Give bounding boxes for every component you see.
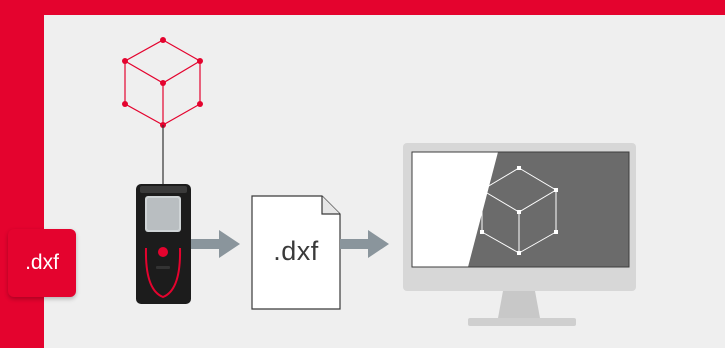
file-document-label: .dxf [273, 236, 319, 266]
computer-monitor-icon [403, 143, 636, 326]
arrow-right-icon [191, 230, 240, 258]
wireframe-cube-icon [122, 37, 203, 128]
laser-distance-meter-icon [136, 184, 191, 304]
dxf-badge: .dxf [8, 229, 76, 297]
arrow-right-icon [340, 230, 389, 258]
screen-cube-icon [480, 166, 558, 255]
file-document-icon [251, 195, 341, 310]
